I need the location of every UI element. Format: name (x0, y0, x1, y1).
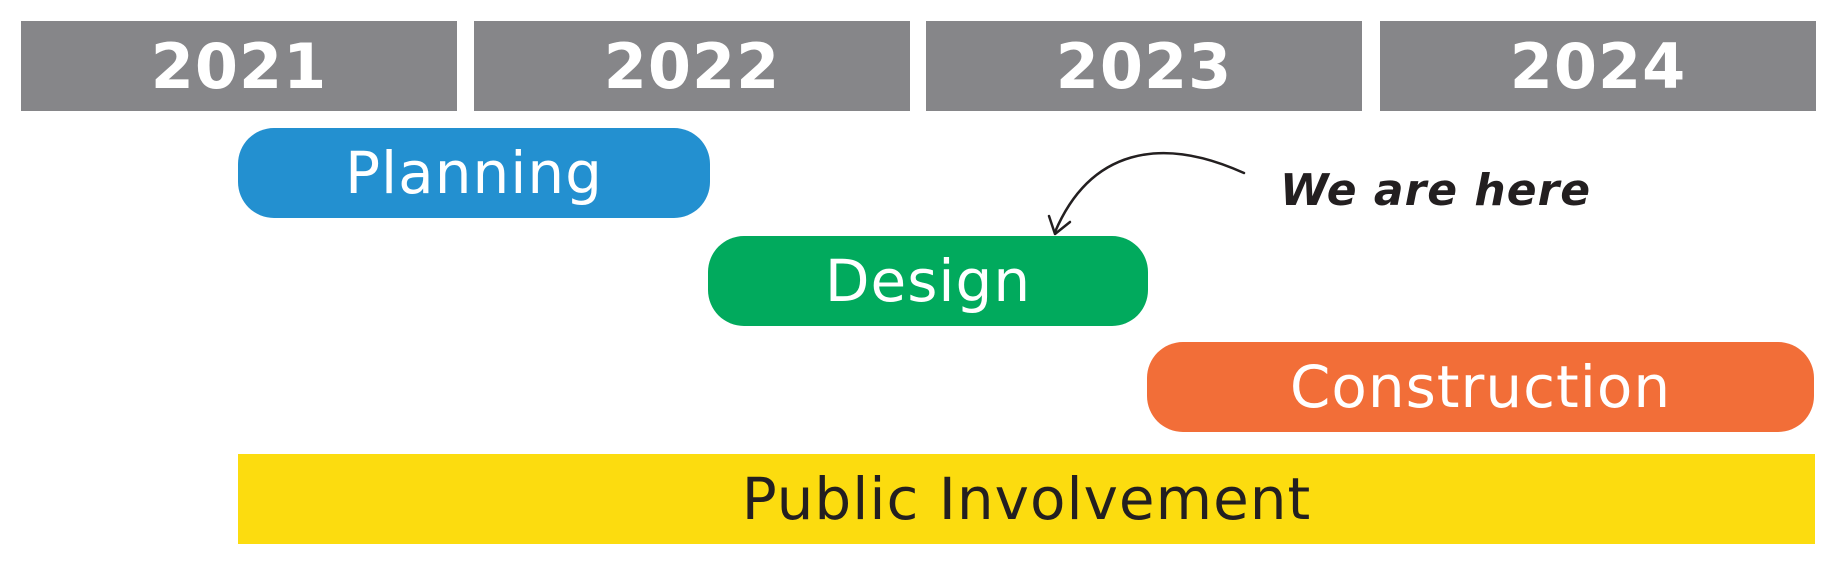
year-header-2023: 2023 (926, 21, 1362, 111)
phase-bar-planning: Planning (238, 128, 710, 218)
phase-bar-design: Design (708, 236, 1148, 326)
phase-bar-construction: Construction (1147, 342, 1814, 432)
year-header-2022: 2022 (474, 21, 910, 111)
year-header-2024: 2024 (1380, 21, 1816, 111)
we-are-here-label: We are here (1280, 165, 1592, 216)
phase-bar-public-involvement: Public Involvement (238, 454, 1815, 544)
year-header-2021: 2021 (21, 21, 457, 111)
